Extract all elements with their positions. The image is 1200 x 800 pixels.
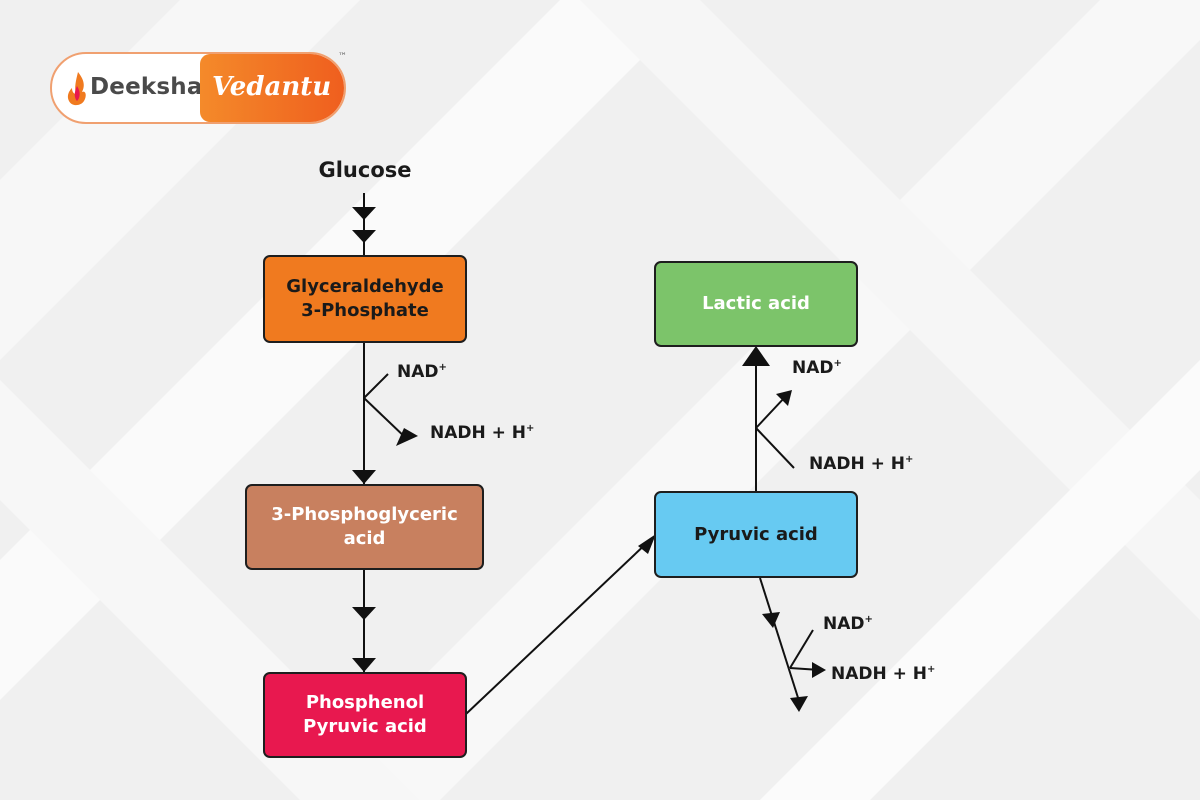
arrowhead-11 [790, 696, 808, 712]
box-phosphenol-pyruvic-acid-label: Phosphenol Pyruvic acid [303, 692, 427, 737]
label-nadh-3-sup: + [927, 664, 936, 675]
trademark-symbol: ™ [338, 52, 347, 62]
logo-text-deeksha: Deeksha [90, 74, 203, 100]
label-nadh-2-text: NADH + H [809, 454, 906, 474]
box-lactic-acid-label: Lactic acid [702, 293, 810, 314]
box-3-phosphoglyceric-acid-label: 3-Phosphoglyceric acid [271, 504, 458, 549]
box-lactic-acid: Lactic acid [654, 261, 858, 347]
arrowhead-3 [352, 470, 376, 484]
label-nad-2-sup: + [833, 358, 842, 369]
label-nad-1: NAD+ [397, 362, 447, 382]
label-nadh-2: NADH + H+ [809, 454, 913, 474]
box-glyceraldehyde-3-phosphate-label: Glyceraldehyde 3-Phosphate [286, 276, 444, 321]
label-nadh-1-sup: + [526, 423, 535, 434]
box-glyceraldehyde-3-phosphate: Glyceraldehyde 3-Phosphate [263, 255, 467, 343]
label-nadh-3-text: NADH + H [831, 664, 928, 684]
label-nad-1-text: NAD [397, 362, 439, 382]
label-nad-2: NAD+ [792, 358, 842, 378]
label-nad-1-sup: + [438, 362, 447, 373]
arrowhead-7 [638, 534, 656, 554]
label-nadh-3: NADH + H+ [831, 664, 935, 684]
arrowhead-12 [812, 662, 826, 678]
label-nad-3-sup: + [864, 614, 873, 625]
flame-icon [67, 72, 86, 106]
box-3-phosphoglyceric-acid: 3-Phosphoglyceric acid [245, 484, 484, 570]
box-pyruvic-acid: Pyruvic acid [654, 491, 858, 578]
label-nadh-1-text: NADH + H [430, 423, 527, 443]
label-nadh-2-sup: + [905, 454, 914, 465]
arrowhead-9 [776, 390, 792, 406]
arrowhead-5 [352, 658, 376, 672]
label-nad-2-text: NAD [792, 358, 834, 378]
box-phosphenol-pyruvic-acid: Phosphenol Pyruvic acid [263, 672, 467, 758]
arrowhead-1 [352, 207, 376, 220]
label-nad-3-text: NAD [823, 614, 865, 634]
arrowhead-6 [396, 428, 418, 446]
box-pyruvic-acid-label: Pyruvic acid [694, 523, 818, 545]
arrowhead-2 [352, 230, 376, 243]
logo-right-panel: Vedantu [200, 54, 344, 122]
label-nadh-1: NADH + H+ [430, 423, 534, 443]
arrowhead-4 [352, 607, 376, 620]
arrowhead-10 [762, 612, 780, 628]
label-nad-3: NAD+ [823, 614, 873, 634]
brand-logo: Deeksha Vedantu [50, 52, 346, 124]
arrowhead-8 [742, 346, 770, 366]
diagram-title: Glucose [318, 158, 412, 182]
logo-text-vedantu: Vedantu [212, 72, 332, 102]
